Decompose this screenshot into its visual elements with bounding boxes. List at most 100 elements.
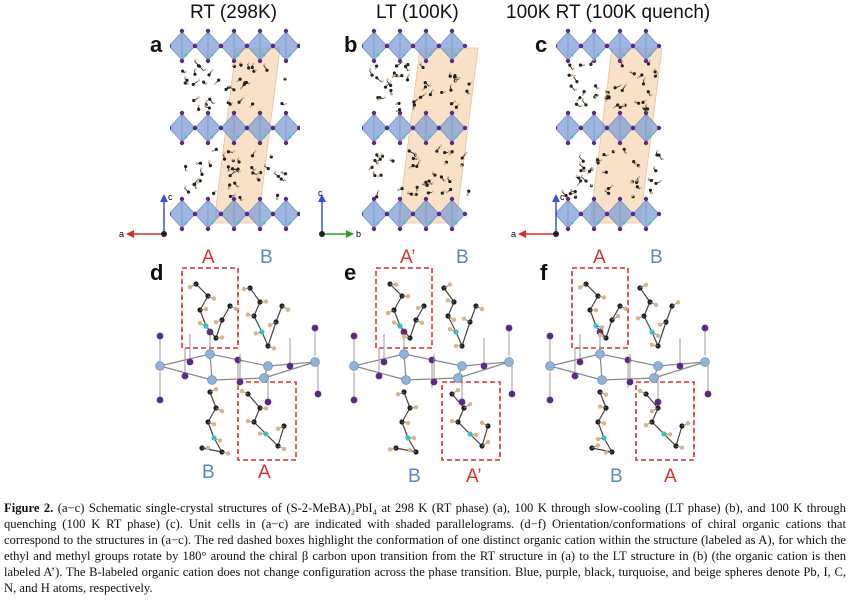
bond [597, 421, 605, 439]
carbon-atom [237, 100, 241, 104]
bond [275, 305, 283, 323]
carbon-atom [214, 147, 218, 151]
hydrogen-atom [267, 322, 273, 328]
carbon-atom [573, 189, 577, 194]
iodine-atom [617, 110, 623, 116]
hydrogen-atom [404, 63, 407, 66]
hydrogen-atom [414, 154, 418, 157]
iodine-atom [257, 226, 263, 232]
cation-label-f-bottom-left: B [610, 466, 623, 487]
pbi6-octahedron [362, 113, 388, 143]
carbon-atom [183, 81, 187, 85]
iodine-atom [643, 28, 649, 34]
atom [205, 419, 211, 425]
iodine-atom [436, 125, 442, 131]
carbon-atom [397, 108, 402, 112]
hydrogen-atom [377, 162, 380, 165]
hydrogen-atom [685, 421, 691, 426]
carbon-atom [275, 193, 280, 197]
hydrogen-atom [227, 99, 230, 103]
panel-label-b: b [344, 32, 358, 57]
cation-label-f-top-right: B [650, 247, 663, 268]
cation-label-f-top-left: A [593, 247, 606, 268]
hydrogen-atom [606, 92, 609, 95]
carbon-atom [389, 83, 393, 87]
iodine-atom [643, 58, 649, 64]
lead-atom [155, 361, 165, 371]
panel-label-d: d [150, 260, 164, 285]
carbon-atom [400, 187, 404, 191]
carbon-atom [632, 160, 636, 164]
hydrogen-atom [184, 70, 187, 74]
iodine-atom [397, 28, 403, 34]
unit-cell [397, 47, 479, 224]
hydrogen-atom [284, 178, 287, 182]
hydrogen-atom [241, 286, 247, 292]
bond [199, 309, 207, 327]
carbon-atom [568, 63, 572, 67]
pbi6-octahedron [362, 31, 388, 61]
atom [275, 443, 281, 449]
iodine-atom [397, 226, 403, 232]
hydrogen-atom [381, 80, 384, 83]
carbon-atom [373, 158, 377, 163]
hydrogen-atom [597, 87, 600, 90]
lead-atom [649, 373, 659, 383]
iodine-atom [604, 125, 610, 131]
hydrogen-atom [275, 426, 281, 431]
carbon-atom [375, 153, 379, 157]
carbon-atom [242, 82, 247, 86]
cation-label-d-top-left: A [202, 247, 215, 268]
panel-label-c: c [535, 32, 548, 57]
hydrogen-atom [604, 95, 607, 99]
carbon-atom [373, 173, 377, 178]
atom [609, 449, 615, 455]
hydrogen-atom [650, 94, 653, 97]
bond [645, 393, 659, 409]
hydrogen-atom [659, 179, 663, 182]
hydrogen-atom [613, 150, 617, 153]
iodine-atom [257, 140, 263, 146]
carbon-atom [584, 103, 588, 107]
carbon-atom [222, 157, 227, 161]
hydrogen-atom [234, 169, 237, 172]
carbon-atom [236, 167, 240, 171]
cation-label-f-bottom-right: A [664, 466, 677, 487]
hydrogen-atom [263, 299, 269, 304]
atom [655, 405, 661, 411]
hydrogen-atom [422, 88, 425, 91]
hydrogen-atom [635, 162, 638, 165]
carbon-atom [185, 78, 189, 82]
carbon-atom [421, 65, 425, 70]
bond [599, 391, 607, 409]
hydrogen-atom [276, 197, 279, 200]
iodine-atom [296, 125, 300, 131]
iodine-atom [630, 43, 636, 49]
hydrogen-atom [572, 67, 575, 71]
hydrogen-atom [455, 387, 461, 393]
hydrogen-atom [254, 69, 257, 72]
hydrogen-atom [269, 153, 272, 157]
panel-label-e: e [344, 260, 357, 285]
lead-atom [263, 361, 273, 371]
hydrogen-atom [597, 404, 603, 409]
hydrogen-atom [195, 162, 198, 165]
hydrogen-atom [285, 307, 291, 312]
hydrogen-atom [451, 317, 457, 322]
bond [209, 391, 217, 409]
carbon-atom [414, 192, 418, 197]
iodine-atom [218, 211, 224, 217]
carbon-atom [232, 88, 236, 92]
iodine-atom [617, 196, 623, 202]
hydrogen-atom [414, 151, 417, 154]
iodine-atom [362, 212, 364, 216]
lead-atom [504, 357, 514, 367]
hydrogen-atom [185, 169, 188, 172]
iodine-atom [430, 378, 438, 386]
hydrogen-atom [449, 418, 455, 424]
iodine-atom [179, 140, 185, 146]
hydrogen-atom [413, 193, 416, 196]
iodine-atom [371, 140, 377, 146]
bond [403, 391, 411, 409]
carbon-atom [257, 178, 261, 182]
